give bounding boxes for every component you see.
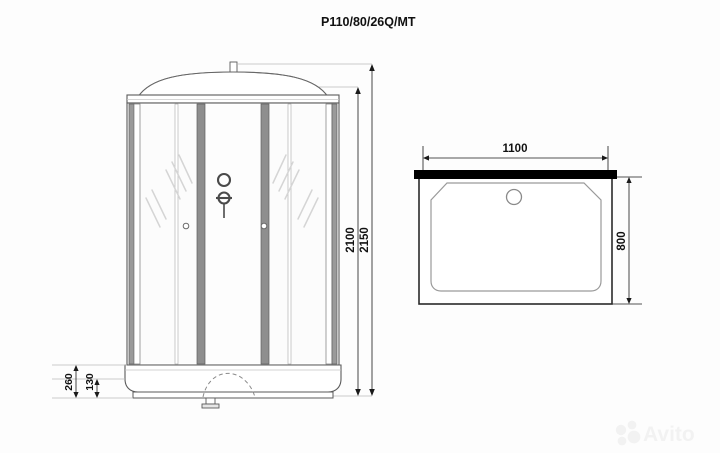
front-elevation-view: 2100 2150 260: [52, 61, 375, 409]
dimension-2100: 2100: [345, 87, 361, 396]
dimension-label-2100: 2100: [345, 227, 357, 253]
hidden-detail-arc: [202, 373, 256, 398]
dimension-label-1100: 1100: [503, 143, 528, 155]
shower-tray: [124, 364, 342, 399]
plan-view: 1100 800: [414, 143, 642, 305]
dimension-label-260: 260: [63, 373, 75, 391]
base-dimensions: 260 130: [52, 364, 133, 399]
avito-logo-icon: [615, 420, 641, 446]
drain-hole: [505, 188, 523, 206]
glass-reflections: [145, 154, 319, 228]
dimension-800: 800: [616, 177, 632, 304]
dimension-label-2150: 2150: [359, 227, 371, 253]
page-title: P110/80/26Q/MT: [321, 15, 416, 29]
dimension-2150: 2150: [359, 64, 375, 396]
glass-panes: [140, 105, 326, 363]
tray-outline: [430, 182, 602, 292]
door-roller-right: [260, 222, 268, 230]
frame-posts: [128, 103, 338, 365]
dimension-1100: 1100: [423, 143, 608, 161]
avito-watermark: Avito: [615, 420, 695, 446]
dimension-260: 260: [63, 365, 79, 398]
domed-roof: [129, 71, 337, 98]
dimension-130: 130: [84, 373, 100, 398]
avito-watermark-label: Avito: [643, 423, 695, 446]
back-wall-panel: [414, 170, 617, 179]
dimension-label-130: 130: [84, 373, 96, 391]
top-rail: [126, 94, 340, 104]
door-lock-handle: [216, 172, 232, 218]
door-roller-left: [182, 222, 190, 230]
dimension-label-800: 800: [616, 231, 628, 250]
adjustable-foot: [201, 397, 220, 409]
